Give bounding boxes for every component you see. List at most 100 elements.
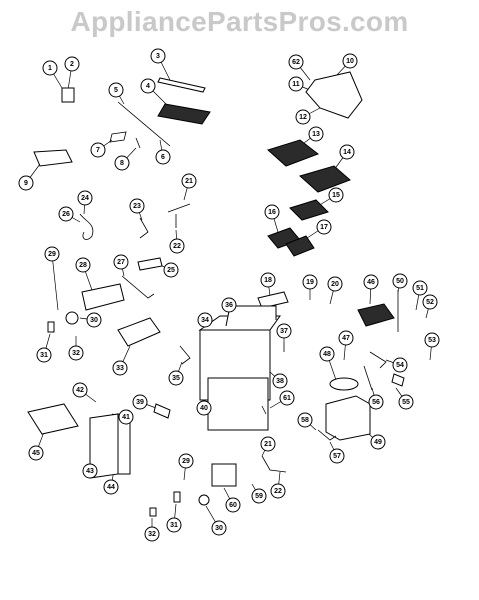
callout-number: 30 xyxy=(90,317,98,324)
callout-number: 43 xyxy=(86,468,94,475)
callout-circle xyxy=(316,219,332,235)
callout-number: 33 xyxy=(116,365,124,372)
part-grate-13 xyxy=(267,139,320,167)
part-hose xyxy=(317,429,337,441)
callout-circle xyxy=(112,360,128,376)
callout-28: 28 xyxy=(75,257,91,273)
callout-circle xyxy=(168,370,184,386)
callout-number: 31 xyxy=(170,522,178,529)
part-grate-15 xyxy=(289,199,329,221)
callout-circle xyxy=(392,273,408,289)
part-side-burner-box xyxy=(325,395,371,441)
part-side-burner-grate xyxy=(357,303,395,327)
callout-number: 44 xyxy=(107,484,115,491)
callout-circle xyxy=(196,400,212,416)
callout-circle xyxy=(297,412,313,428)
callout-46: 46 xyxy=(363,274,379,290)
callout-number: 49 xyxy=(374,439,382,446)
callout-40: 40 xyxy=(196,400,212,416)
part-grate-14 xyxy=(298,165,351,193)
callout-circle xyxy=(72,382,88,398)
callout-circle xyxy=(370,434,386,450)
part-rod-35 xyxy=(179,345,191,365)
callout-number: 18 xyxy=(264,277,272,284)
callout-circle xyxy=(144,526,160,542)
callout-42: 42 xyxy=(72,382,88,398)
callout-circle xyxy=(103,479,119,495)
callout-circle xyxy=(118,409,134,425)
callout-44: 44 xyxy=(103,479,119,495)
callout-number: 54 xyxy=(396,362,404,369)
callout-number: 19 xyxy=(306,279,314,286)
callout-number: 4 xyxy=(146,83,150,90)
callout-number: 13 xyxy=(312,131,320,138)
callout-circle xyxy=(129,198,145,214)
part-bezel-bottom xyxy=(198,494,210,506)
callout-number: 9 xyxy=(24,180,28,187)
callout-22: 22 xyxy=(270,483,286,499)
part-valve xyxy=(137,257,163,271)
part-bezel xyxy=(65,311,79,325)
callout-53: 53 xyxy=(424,332,440,348)
callout-33: 33 xyxy=(112,360,128,376)
part-control-panel xyxy=(81,283,125,311)
callout-number: 20 xyxy=(331,281,339,288)
callout-circle xyxy=(398,394,414,410)
callout-circle xyxy=(90,142,106,158)
callout-number: 12 xyxy=(299,114,307,121)
callout-number: 10 xyxy=(346,58,354,65)
callout-50: 50 xyxy=(392,273,408,289)
part-burner-ring xyxy=(329,377,359,391)
callout-circle xyxy=(342,53,358,69)
callout-circle xyxy=(155,149,171,165)
callout-5: 5 xyxy=(108,82,124,98)
callout-number: 47 xyxy=(342,335,350,342)
callout-16: 16 xyxy=(264,204,280,220)
callout-circle xyxy=(288,76,304,92)
part-electrode xyxy=(121,275,155,299)
callout-number: 35 xyxy=(172,375,180,382)
callout-17: 17 xyxy=(316,219,332,235)
callout-4: 4 xyxy=(140,78,156,94)
callout-circle xyxy=(279,390,295,406)
part-side-cover xyxy=(117,317,161,347)
part-wire-harness xyxy=(79,213,94,240)
part-regulator xyxy=(153,403,171,419)
part-control-panel-small xyxy=(211,463,237,487)
callout-19: 19 xyxy=(302,274,318,290)
callout-52: 52 xyxy=(422,294,438,310)
callout-number: 48 xyxy=(323,351,331,358)
callout-number: 60 xyxy=(229,502,237,509)
callout-circle xyxy=(181,173,197,189)
callout-32: 32 xyxy=(68,345,84,361)
callout-27: 27 xyxy=(113,254,129,270)
callout-1: 1 xyxy=(42,60,58,76)
part-bracket xyxy=(139,217,149,239)
callout-circle xyxy=(328,187,344,203)
callout-31: 31 xyxy=(166,517,182,533)
callout-circle xyxy=(68,345,84,361)
callout-7: 7 xyxy=(90,142,106,158)
part-knob xyxy=(47,321,55,333)
callout-number: 36 xyxy=(225,302,233,309)
callout-number: 22 xyxy=(173,243,181,250)
callout-30: 30 xyxy=(86,312,102,328)
callout-number: 29 xyxy=(182,458,190,465)
callout-circle xyxy=(308,126,324,142)
callout-circle xyxy=(178,453,194,469)
callout-29: 29 xyxy=(44,246,60,262)
callout-circle xyxy=(140,78,156,94)
callout-circle xyxy=(338,330,354,346)
part-cart-base xyxy=(207,377,269,431)
callout-circle xyxy=(276,323,292,339)
callout-circle xyxy=(302,274,318,290)
callout-54: 54 xyxy=(392,357,408,373)
callout-number: 2 xyxy=(70,61,74,68)
callout-37: 37 xyxy=(276,323,292,339)
callout-number: 24 xyxy=(81,195,89,202)
callout-number: 38 xyxy=(276,378,284,385)
callout-number: 17 xyxy=(320,224,328,231)
callout-circle xyxy=(166,517,182,533)
callout-61: 61 xyxy=(279,390,295,406)
